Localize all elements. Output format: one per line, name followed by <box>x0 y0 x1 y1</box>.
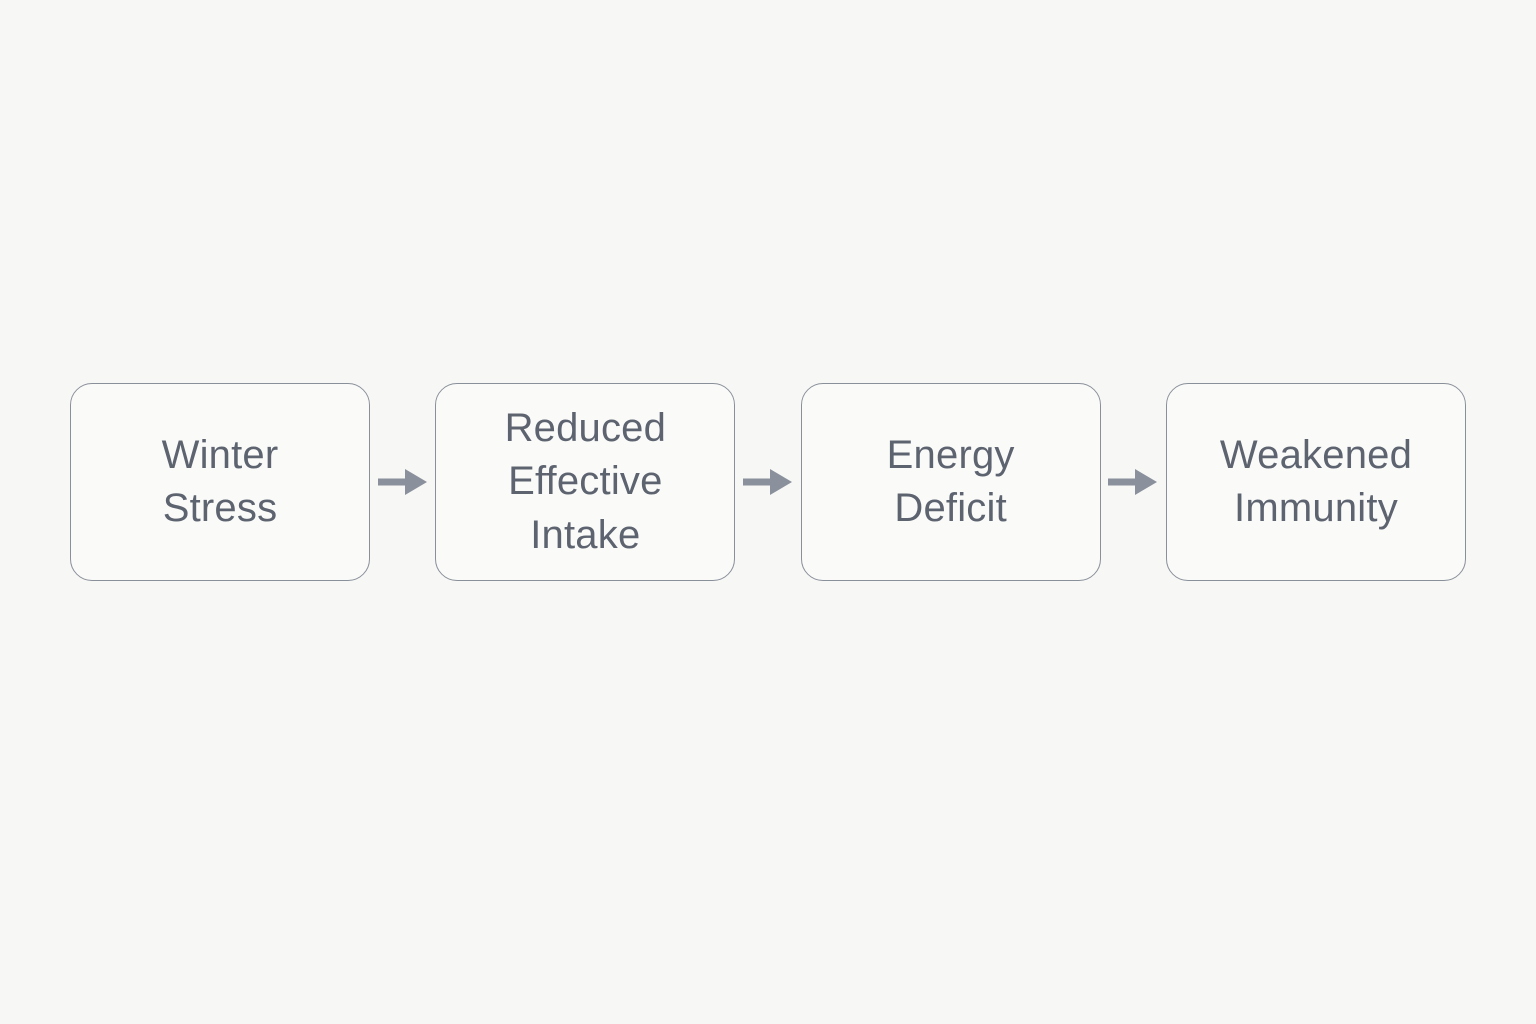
right-arrow-icon <box>377 469 427 495</box>
arrow-connector <box>735 383 800 581</box>
node-label: Winter Stress <box>161 432 279 530</box>
right-arrow-icon <box>1108 469 1158 495</box>
node-label: Energy Deficit <box>886 432 1015 530</box>
node-label: Weakened Immunity <box>1219 432 1413 530</box>
arrow-connector <box>1101 383 1166 581</box>
flowchart: Winter Stress Reduced Effective Intake E… <box>70 383 1466 581</box>
right-arrow-icon <box>742 469 792 495</box>
node-weakened-immunity: Weakened Immunity <box>1165 383 1466 581</box>
node-reduced-effective-intake: Reduced Effective Intake <box>435 383 736 581</box>
node-label: Reduced Effective Intake <box>504 406 667 557</box>
node-energy-deficit: Energy Deficit <box>800 383 1101 581</box>
node-winter-stress: Winter Stress <box>70 383 370 581</box>
arrow-connector <box>370 383 435 581</box>
